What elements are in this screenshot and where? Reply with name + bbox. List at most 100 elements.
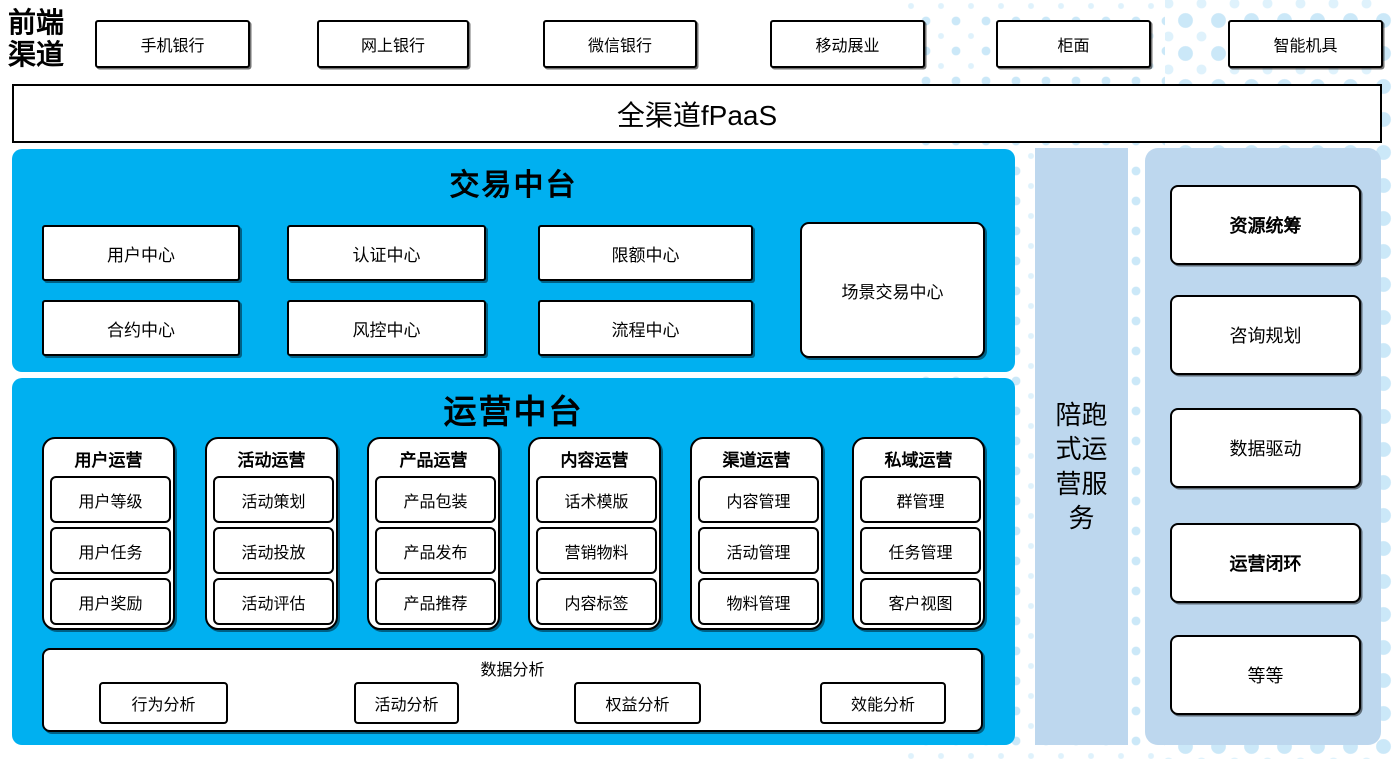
group-item: 产品包装 bbox=[375, 476, 496, 523]
group-item: 任务管理 bbox=[860, 527, 981, 574]
group-item: 客户视图 bbox=[860, 578, 981, 625]
fpaas-bar: 全渠道fPaaS bbox=[12, 84, 1382, 143]
group-item-label: 内容标签 bbox=[564, 595, 629, 613]
center-label: 场景交易中心 bbox=[841, 282, 944, 302]
center-box-auth: 认证中心 bbox=[287, 225, 486, 281]
group-item: 物料管理 bbox=[698, 578, 819, 625]
group-user-operations: 用户运营 用户等级 用户任务 用户奖励 bbox=[42, 437, 175, 630]
right-box-label: 咨询规划 bbox=[1229, 326, 1302, 346]
transaction-platform-panel: 交易中台 用户中心 认证中心 限额中心 合约中心 风控中心 流程中心 场景交易中… bbox=[12, 149, 1015, 372]
analysis-label: 权益分析 bbox=[605, 697, 670, 714]
group-item: 产品推荐 bbox=[375, 578, 496, 625]
group-title: 私域运营 bbox=[884, 451, 953, 470]
right-box-resource-planning: 资源统筹 bbox=[1170, 185, 1361, 265]
front-channels-label: 前端渠道 bbox=[8, 8, 65, 72]
group-item: 用户奖励 bbox=[50, 578, 171, 625]
right-box-label: 等等 bbox=[1247, 666, 1284, 686]
group-private-domain-operations: 私域运营 群管理 任务管理 客户视图 bbox=[852, 437, 985, 630]
companion-service-strip: 陪跑式运营服务 bbox=[1035, 148, 1128, 745]
group-item-label: 产品发布 bbox=[403, 544, 468, 562]
group-title: 用户运营 bbox=[74, 451, 143, 470]
group-item: 活动评估 bbox=[213, 578, 334, 625]
group-item: 群管理 bbox=[860, 476, 981, 523]
group-item: 营销物料 bbox=[536, 527, 657, 574]
group-item-label: 活动管理 bbox=[726, 544, 791, 562]
group-item-label: 任务管理 bbox=[888, 544, 953, 562]
center-label: 流程中心 bbox=[611, 320, 680, 340]
fpaas-label: 全渠道fPaaS bbox=[616, 99, 778, 131]
right-box-etc: 等等 bbox=[1170, 635, 1361, 715]
group-item-label: 用户等级 bbox=[78, 493, 143, 511]
group-title: 内容运营 bbox=[560, 451, 629, 470]
right-box-consulting: 咨询规划 bbox=[1170, 295, 1361, 375]
channel-box-mobile-banking: 手机银行 bbox=[95, 20, 250, 68]
transaction-platform-title: 交易中台 bbox=[449, 169, 578, 202]
group-item-label: 活动评估 bbox=[241, 595, 306, 613]
analysis-label: 行为分析 bbox=[131, 697, 196, 714]
companion-service-label: 陪跑式运营服务 bbox=[1055, 399, 1108, 533]
group-item-label: 营销物料 bbox=[564, 544, 629, 562]
channel-label: 移动展业 bbox=[815, 38, 880, 55]
operations-platform-panel: 运营中台 用户运营 用户等级 用户任务 用户奖励 活动运营 活动策划 活动投放 … bbox=[12, 378, 1015, 745]
group-item: 内容标签 bbox=[536, 578, 657, 625]
analysis-label: 活动分析 bbox=[374, 697, 439, 714]
analysis-box-behavior: 行为分析 bbox=[99, 682, 228, 724]
analysis-label: 效能分析 bbox=[850, 697, 915, 714]
channel-box-mobile-outreach: 移动展业 bbox=[770, 20, 925, 68]
right-box-label: 资源统筹 bbox=[1229, 216, 1302, 236]
right-box-data-driven: 数据驱动 bbox=[1170, 408, 1361, 488]
channel-label: 柜面 bbox=[1057, 38, 1090, 55]
channel-label: 网上银行 bbox=[360, 38, 425, 55]
group-item-label: 产品推荐 bbox=[403, 595, 468, 613]
center-box-contract: 合约中心 bbox=[42, 300, 240, 356]
analysis-box-efficiency: 效能分析 bbox=[820, 682, 946, 724]
channel-label: 智能机具 bbox=[1273, 38, 1338, 55]
group-item-label: 用户奖励 bbox=[78, 595, 143, 613]
channel-box-wechat-banking: 微信银行 bbox=[543, 20, 697, 68]
center-box-process: 流程中心 bbox=[538, 300, 753, 356]
center-box-user: 用户中心 bbox=[42, 225, 240, 281]
group-channel-operations: 渠道运营 内容管理 活动管理 物料管理 bbox=[690, 437, 823, 630]
group-item: 用户等级 bbox=[50, 476, 171, 523]
channel-box-online-banking: 网上银行 bbox=[317, 20, 469, 68]
group-item: 话术模版 bbox=[536, 476, 657, 523]
group-item-label: 用户任务 bbox=[78, 544, 143, 562]
center-box-scene-transaction: 场景交易中心 bbox=[800, 222, 985, 358]
channel-label: 手机银行 bbox=[140, 38, 205, 55]
right-box-label: 运营闭环 bbox=[1229, 554, 1302, 574]
center-label: 限额中心 bbox=[611, 245, 680, 265]
group-item-label: 物料管理 bbox=[726, 595, 791, 613]
channel-box-counter: 柜面 bbox=[996, 20, 1151, 68]
group-content-operations: 内容运营 话术模版 营销物料 内容标签 bbox=[528, 437, 661, 630]
group-item: 产品发布 bbox=[375, 527, 496, 574]
channel-label: 微信银行 bbox=[587, 38, 652, 55]
group-title: 产品运营 bbox=[399, 451, 468, 470]
group-item: 活动投放 bbox=[213, 527, 334, 574]
data-analysis-title: 数据分析 bbox=[480, 662, 545, 679]
center-label: 认证中心 bbox=[352, 245, 421, 265]
group-item-label: 产品包装 bbox=[403, 493, 468, 511]
right-service-panel: 资源统筹 咨询规划 数据驱动 运营闭环 等等 bbox=[1145, 148, 1381, 745]
group-item-label: 群管理 bbox=[896, 493, 945, 511]
center-label: 合约中心 bbox=[107, 320, 175, 340]
group-title: 渠道运营 bbox=[722, 451, 791, 470]
group-item-label: 活动策划 bbox=[241, 493, 306, 511]
operations-platform-title: 运营中台 bbox=[443, 395, 584, 431]
group-item: 内容管理 bbox=[698, 476, 819, 523]
center-box-risk: 风控中心 bbox=[287, 300, 486, 356]
group-item: 活动管理 bbox=[698, 527, 819, 574]
group-item-label: 话术模版 bbox=[564, 493, 629, 511]
group-product-operations: 产品运营 产品包装 产品发布 产品推荐 bbox=[367, 437, 500, 630]
group-activity-operations: 活动运营 活动策划 活动投放 活动评估 bbox=[205, 437, 338, 630]
analysis-box-benefit: 权益分析 bbox=[574, 682, 701, 724]
center-box-limit: 限额中心 bbox=[538, 225, 753, 281]
analysis-box-activity: 活动分析 bbox=[354, 682, 459, 724]
group-item-label: 内容管理 bbox=[726, 493, 791, 511]
group-title: 活动运营 bbox=[237, 451, 306, 470]
right-box-closed-loop: 运营闭环 bbox=[1170, 523, 1361, 603]
data-analysis-container: 数据分析 行为分析 活动分析 权益分析 效能分析 bbox=[42, 648, 983, 732]
center-label: 用户中心 bbox=[107, 245, 175, 265]
group-item-label: 客户视图 bbox=[888, 595, 953, 613]
group-item-label: 活动投放 bbox=[241, 544, 306, 562]
group-item: 活动策划 bbox=[213, 476, 334, 523]
